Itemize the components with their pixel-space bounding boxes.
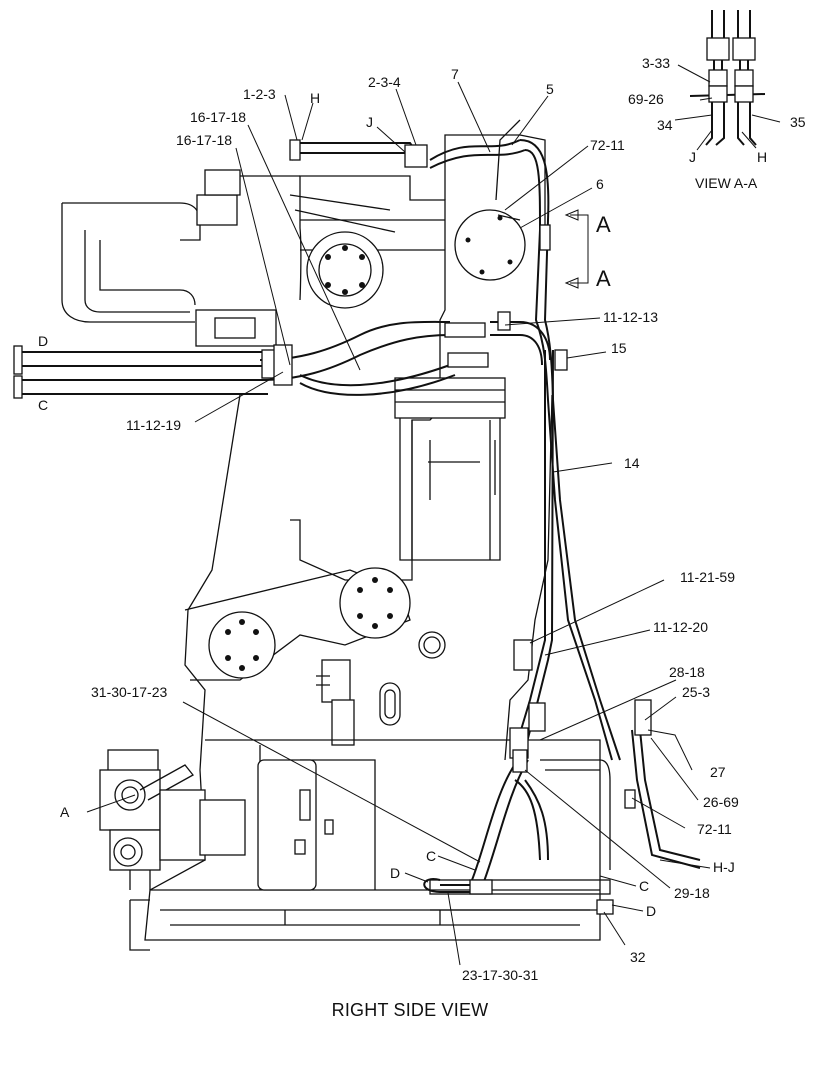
callout-h-j: H-J: [713, 859, 735, 875]
view-a-a-detail: [674, 10, 781, 151]
callout-15: 15: [611, 340, 627, 356]
view-a-a-label: VIEW A-A: [695, 175, 758, 191]
callout-11-12-13: 11-12-13: [603, 309, 658, 325]
machine-drawing: 1-2-3 H 16-17-18 16-17-18 2-3-4 J 7 5 72…: [13, 10, 806, 983]
callout-2-3-4: 2-3-4: [368, 74, 401, 90]
callout-29-18: 29-18: [674, 885, 710, 901]
lower-joints: [184, 567, 611, 911]
callout-j-top: J: [366, 114, 373, 130]
callout-h-top: H: [310, 90, 320, 106]
callout-11-12-19: 11-12-19: [126, 417, 181, 433]
callout-7: 7: [451, 66, 459, 82]
callout-16-17-18-a: 16-17-18: [190, 109, 246, 125]
callout-25-3: 25-3: [682, 684, 710, 700]
callout-c-left: C: [38, 397, 48, 413]
callout-28-18: 28-18: [669, 664, 705, 680]
callout-d-right: D: [646, 903, 656, 919]
view-callout-j: J: [689, 149, 696, 165]
callout-32: 32: [630, 949, 646, 965]
leader-lines: [86, 81, 711, 966]
callout-11-12-20: 11-12-20: [653, 619, 708, 635]
callout-16-17-18-b: 16-17-18: [176, 132, 232, 148]
callout-14: 14: [624, 455, 640, 471]
callout-d-mid: D: [390, 865, 400, 881]
callout-31-30-17-23: 31-30-17-23: [91, 684, 167, 700]
callout-5: 5: [546, 81, 554, 97]
callout-27: 27: [710, 764, 726, 780]
view-callout-35: 35: [790, 114, 806, 130]
hydraulic-pump: [99, 749, 246, 890]
view-callout-3-33: 3-33: [642, 55, 670, 71]
callout-a-lower: A: [596, 266, 611, 291]
callout-72-11-bottom: 72-11: [697, 821, 732, 837]
callout-a-pump: A: [60, 804, 70, 820]
hose-lines: [13, 119, 701, 915]
callout-1-2-3: 1-2-3: [243, 86, 276, 102]
callout-c-mid: C: [426, 848, 436, 864]
callout-11-21-59: 11-21-59: [680, 569, 735, 585]
diagram-title: RIGHT SIDE VIEW: [331, 1000, 489, 1020]
round-tank: [454, 209, 526, 281]
view-callout-69-26: 69-26: [628, 91, 664, 107]
callout-labels: 1-2-3 H 16-17-18 16-17-18 2-3-4 J 7 5 72…: [38, 55, 806, 983]
callout-72-11-top: 72-11: [590, 137, 625, 153]
callout-c-right: C: [639, 878, 649, 894]
left-frame: [61, 169, 384, 347]
callout-a-upper: A: [596, 212, 611, 237]
view-callout-h: H: [757, 149, 767, 165]
callout-23-17-30-31: 23-17-30-31: [462, 967, 538, 983]
callout-26-69: 26-69: [703, 794, 739, 810]
callout-d-left: D: [38, 333, 48, 349]
view-callout-34: 34: [657, 117, 673, 133]
callout-6: 6: [596, 176, 604, 192]
